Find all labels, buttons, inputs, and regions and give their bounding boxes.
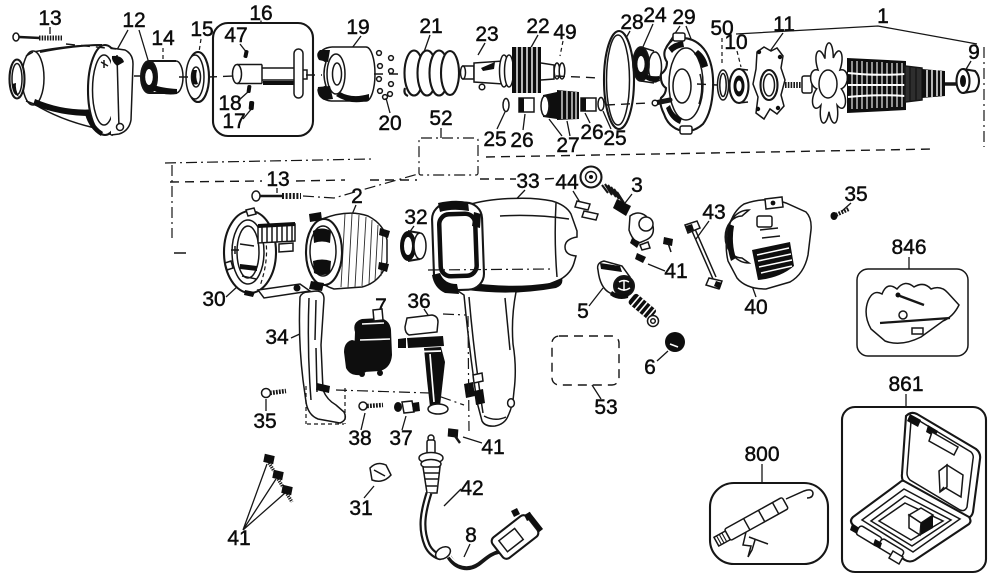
svg-text:26: 26: [580, 121, 603, 144]
svg-text:15: 15: [190, 18, 213, 41]
svg-text:35: 35: [844, 183, 867, 206]
svg-text:13: 13: [38, 7, 61, 30]
svg-text:22: 22: [526, 15, 549, 38]
svg-text:19: 19: [346, 16, 369, 39]
svg-text:10: 10: [724, 31, 747, 54]
svg-text:25: 25: [483, 128, 506, 151]
svg-text:9: 9: [968, 41, 980, 64]
svg-text:41: 41: [227, 527, 250, 550]
svg-text:34: 34: [265, 326, 289, 349]
svg-text:41: 41: [664, 260, 687, 283]
svg-text:8: 8: [465, 524, 477, 547]
svg-text:38: 38: [348, 427, 371, 450]
svg-text:800: 800: [744, 443, 779, 466]
svg-text:53: 53: [594, 396, 617, 419]
svg-text:20: 20: [378, 112, 401, 135]
svg-text:33: 33: [516, 170, 539, 193]
svg-text:42: 42: [460, 477, 483, 500]
svg-text:25: 25: [603, 127, 626, 150]
svg-text:18: 18: [218, 92, 241, 115]
svg-text:5: 5: [577, 300, 589, 323]
svg-text:43: 43: [702, 201, 725, 224]
svg-text:40: 40: [744, 296, 767, 319]
svg-text:35: 35: [253, 410, 276, 433]
svg-text:12: 12: [122, 9, 145, 32]
svg-text:30: 30: [202, 288, 225, 311]
svg-text:846: 846: [891, 236, 926, 259]
svg-text:16: 16: [249, 2, 272, 25]
svg-text:23: 23: [475, 23, 498, 46]
svg-text:27: 27: [556, 134, 579, 157]
svg-text:41: 41: [481, 436, 504, 459]
svg-text:36: 36: [407, 290, 430, 313]
svg-text:861: 861: [888, 373, 923, 396]
svg-text:50: 50: [710, 17, 733, 40]
svg-text:11: 11: [773, 13, 795, 36]
svg-text:37: 37: [389, 427, 412, 450]
svg-text:2: 2: [351, 185, 363, 208]
svg-text:13: 13: [266, 168, 289, 191]
svg-text:32: 32: [404, 206, 427, 229]
svg-text:29: 29: [672, 6, 695, 29]
svg-text:6: 6: [644, 356, 656, 379]
svg-text:24: 24: [643, 4, 667, 27]
svg-text:1: 1: [877, 5, 889, 28]
svg-text:17: 17: [222, 110, 245, 133]
svg-text:31: 31: [349, 497, 372, 520]
svg-text:3: 3: [631, 174, 643, 197]
svg-text:49: 49: [553, 21, 576, 44]
svg-text:28: 28: [620, 11, 643, 34]
svg-text:47: 47: [224, 24, 247, 47]
svg-text:52: 52: [429, 107, 452, 130]
svg-text:21: 21: [419, 15, 442, 38]
svg-text:14: 14: [151, 27, 175, 50]
svg-text:44: 44: [555, 171, 579, 194]
svg-text:26: 26: [510, 129, 533, 152]
